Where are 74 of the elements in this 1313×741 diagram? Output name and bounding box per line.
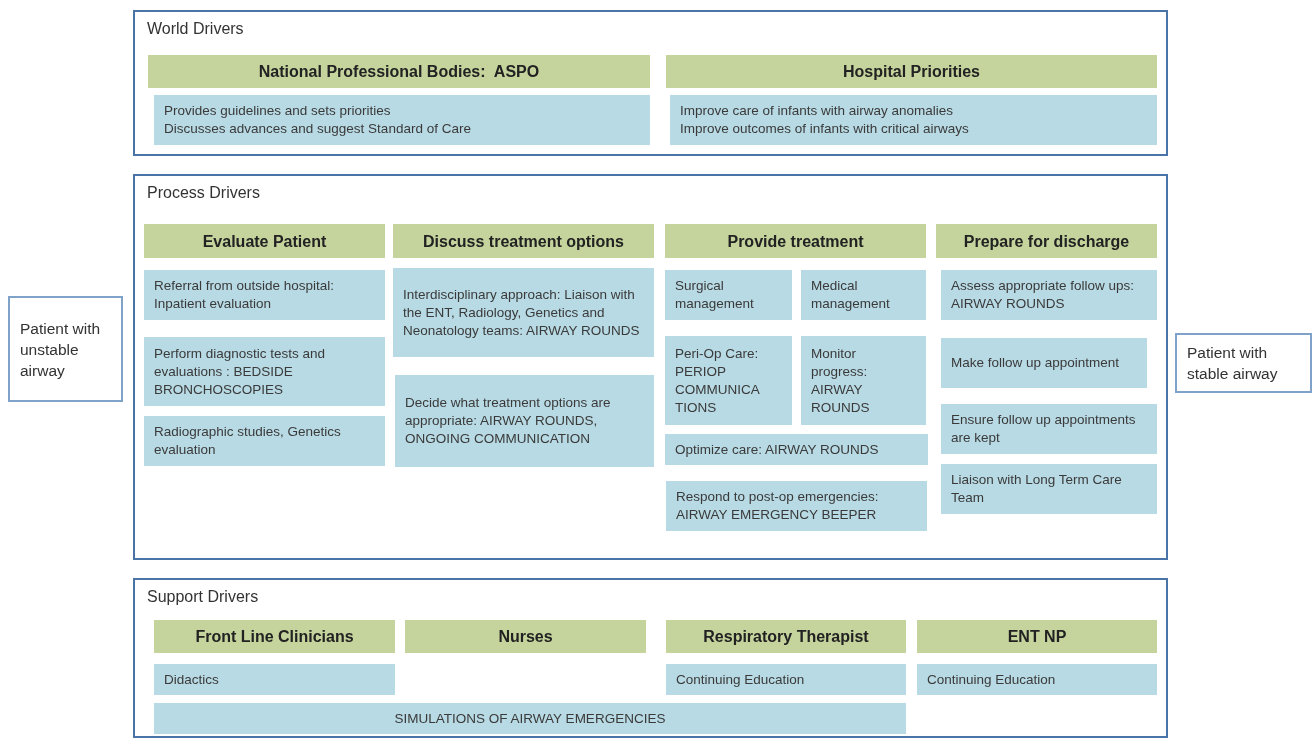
activity-card bbox=[144, 337, 385, 406]
activity-card bbox=[941, 464, 1157, 514]
category-header bbox=[665, 224, 926, 258]
card-text: Interdisciplinary approach: Liaison with the ENT, Radiology, Genetics and Neonatology teams: AIRWAY ROUNDS bbox=[403, 285, 641, 340]
header-text: Provide treatment bbox=[727, 232, 864, 250]
category-header bbox=[666, 620, 906, 653]
card-text: Liaison with Long Term Care Team bbox=[951, 471, 1123, 507]
header-text: ENT NP bbox=[1007, 628, 1067, 645]
activity-card bbox=[144, 270, 385, 320]
category-header bbox=[666, 55, 1157, 88]
patient-state-box bbox=[8, 296, 123, 402]
driver-panel bbox=[133, 10, 1168, 156]
category-header bbox=[405, 620, 646, 653]
activity-card bbox=[801, 336, 926, 425]
card-text: Peri-Op Care: PERIOP COMMUNICA TIONS bbox=[675, 344, 761, 417]
card-text: Referral from outside hospital: Inpatient evaluation bbox=[154, 277, 336, 313]
activity-card bbox=[154, 703, 906, 734]
category-header bbox=[144, 224, 385, 258]
card-text: Monitor progress: AIRWAY ROUNDS bbox=[811, 344, 871, 417]
activity-card bbox=[665, 336, 792, 425]
header-text: Evaluate Patient bbox=[202, 232, 327, 250]
driver-panel bbox=[133, 578, 1168, 738]
header-text: Discuss treatment options bbox=[423, 232, 624, 250]
header-text: Nurses bbox=[498, 628, 553, 645]
activity-card bbox=[801, 270, 926, 320]
header-text: National Professional Bodies: ASPO bbox=[258, 63, 540, 80]
activity-card bbox=[393, 268, 654, 357]
card-text: Continuing Education bbox=[676, 670, 806, 689]
card-text: Surgical management bbox=[675, 277, 755, 313]
panel-title: Support Drivers bbox=[147, 588, 259, 606]
card-text: Discusses advances and suggest Standard of Care bbox=[164, 120, 472, 138]
header-text: Prepare for discharge bbox=[963, 232, 1130, 250]
patient-state-text: Patient with unstable airway bbox=[20, 318, 102, 381]
activity-card bbox=[666, 481, 927, 531]
activity-card bbox=[144, 416, 385, 466]
card-text: Decide what treatment options are appropriate: AIRWAY ROUNDS, ONGOING COMMUNICATION bbox=[405, 394, 612, 448]
card-text: Improve outcomes of infants with critical airways bbox=[680, 120, 970, 138]
card-text: Radiographic studies, Genetics evaluation bbox=[154, 423, 342, 459]
card-text: Ensure follow up appointments are kept bbox=[951, 411, 1137, 447]
category-header bbox=[393, 224, 654, 258]
activity-card bbox=[941, 338, 1147, 388]
card-text: SIMULATIONS OF AIRWAY EMERGENCIES bbox=[394, 709, 666, 728]
activity-card bbox=[670, 95, 1157, 145]
patient-state-box bbox=[1175, 333, 1312, 393]
activity-card bbox=[665, 270, 792, 320]
header-text: Front Line Clinicians bbox=[195, 628, 354, 645]
card-text: Didactics bbox=[164, 670, 220, 689]
header-text: Hospital Priorities bbox=[843, 63, 980, 80]
activity-card bbox=[395, 375, 654, 467]
card-text: Respond to post-op emergencies: AIRWAY EMERGENCY BEEPER bbox=[676, 488, 880, 524]
category-header bbox=[154, 620, 395, 653]
activity-card bbox=[154, 664, 395, 695]
card-text: Optimize care: AIRWAY ROUNDS bbox=[675, 440, 880, 459]
category-header bbox=[917, 620, 1157, 653]
card-text: Medical management bbox=[811, 277, 891, 313]
activity-card bbox=[917, 664, 1157, 695]
activity-card bbox=[941, 404, 1157, 454]
driver-panel bbox=[133, 174, 1168, 560]
card-text: Make follow up appointment bbox=[951, 354, 1121, 372]
card-text: Assess appropriate follow ups: AIRWAY ROUNDS bbox=[951, 277, 1136, 313]
card-text: Continuing Education bbox=[927, 670, 1057, 689]
panel-title: World Drivers bbox=[147, 20, 244, 38]
activity-card bbox=[666, 664, 906, 695]
header-text: Respiratory Therapist bbox=[703, 628, 869, 645]
activity-card bbox=[665, 434, 928, 465]
activity-card bbox=[154, 95, 650, 145]
card-text: Provides guidelines and sets priorities bbox=[164, 102, 392, 120]
patient-state-text: Patient with stable airway bbox=[1187, 343, 1279, 384]
panel-title: Process Drivers bbox=[147, 184, 260, 202]
activity-card bbox=[941, 270, 1157, 320]
category-header bbox=[148, 55, 650, 88]
card-text: Improve care of infants with airway anomalies bbox=[680, 102, 955, 120]
category-header bbox=[936, 224, 1157, 258]
card-text: Perform diagnostic tests and evaluations : BEDSIDE BRONCHOSCOPIES bbox=[154, 344, 327, 399]
